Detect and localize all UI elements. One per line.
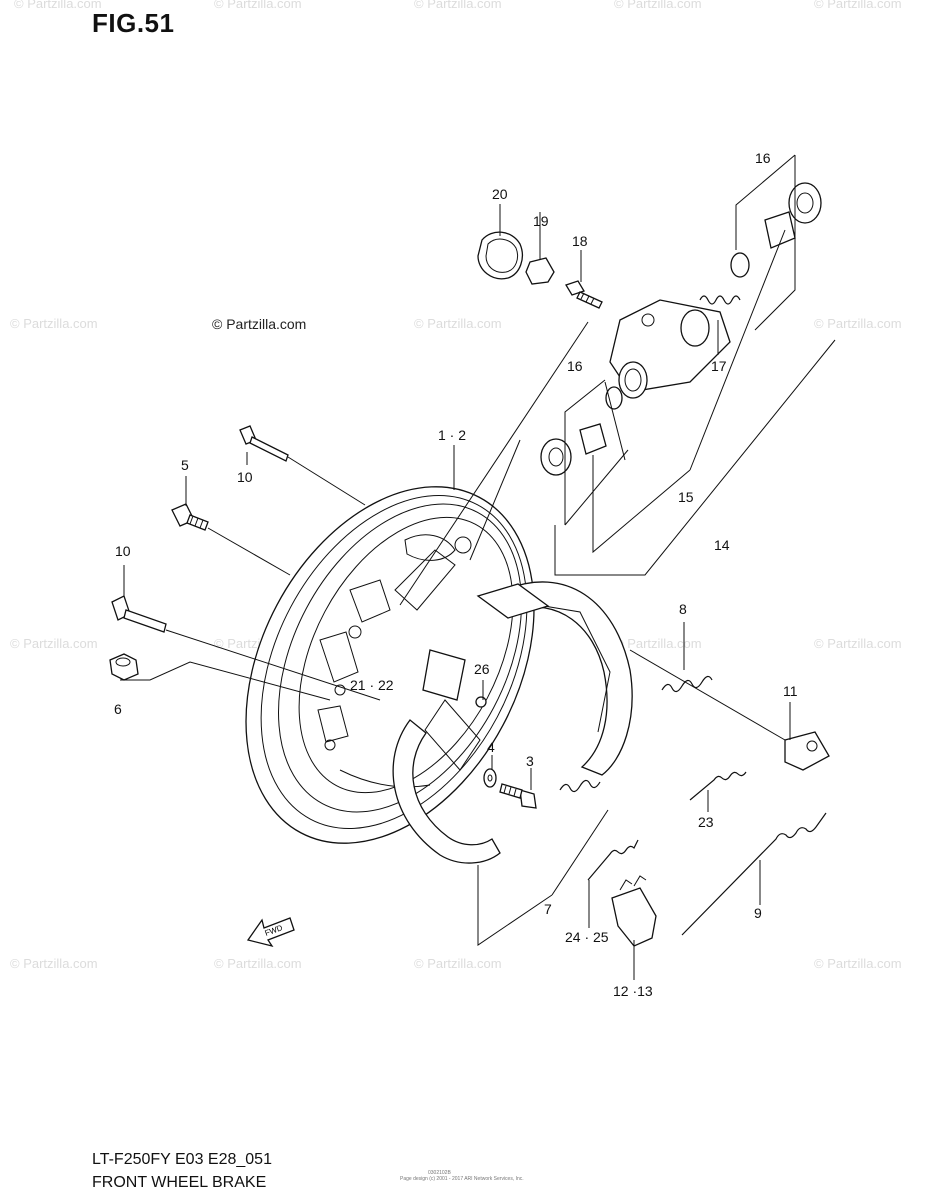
part-label-19: 19 [533,213,549,229]
brake-panel-drum [245,486,535,844]
watermark: © Partzilla.com [814,956,902,971]
bolt-10-upper [239,425,289,462]
page-copyright: Page design (c) 2001 - 2017 ARI Network … [400,1176,524,1182]
model-code: LT-F250FY E03 E28_051 [92,1151,272,1168]
spring-17 [699,295,741,305]
part-label-3: 3 [526,753,534,769]
wheel-cylinder [609,299,731,399]
watermark: © Partzilla.com [414,956,502,971]
watermark: © Partzilla.com [414,316,502,331]
watermark: © Partzilla.com [414,0,502,11]
watermark: © Partzilla.com [214,956,302,971]
watermark: © Partzilla.com [814,316,902,331]
piston-kit-lower [540,386,623,476]
watermark: © Partzilla.com [214,0,302,11]
watermark-main: © Partzilla.com [212,316,306,332]
watermark: © Partzilla.com [814,636,902,651]
lever-12-13 [611,875,657,947]
part-label-4: 4 [487,739,495,755]
piston-kit-upper [730,182,822,278]
part-label-16-upper: 16 [755,150,771,166]
bolt-5 [171,503,209,531]
watermark: © Partzilla.com [10,956,98,971]
part-label-21-22: 21 · 22 [350,677,394,693]
part-label-10-lower: 10 [115,543,131,559]
fwd-arrow: FWD [246,917,295,948]
part-label-7: 7 [544,901,552,917]
washer-4 [483,768,497,788]
part-label-15: 15 [678,489,694,505]
spring-24-25 [587,839,639,881]
watermark: © Partzilla.com [814,0,902,11]
bleeder-screw-18 [565,280,603,309]
watermark: © Partzilla.com [14,0,102,11]
watermark: © Partzilla.com [10,636,98,651]
part-label-1-2: 1 · 2 [438,427,466,443]
spring-8 [661,675,713,693]
nut-6 [109,653,139,681]
figure-title: FIG.51 [92,8,175,38]
part-label-14: 14 [714,537,730,553]
spring-9 [681,812,827,936]
part-label-6: 6 [114,701,122,717]
part-labels: 1 · 2 3 4 5 6 7 8 9 10 10 11 12 ·13 14 1… [114,150,798,999]
part-label-12-13: 12 ·13 [613,983,653,999]
part-label-16-lower: 16 [567,358,583,374]
watermark: © Partzilla.com [614,0,702,11]
part-label-17: 17 [711,358,727,374]
watermark-grid: © Partzilla.com © Partzilla.com © Partzi… [10,0,902,971]
bolt-3 [499,783,537,809]
bolt-10-lower [111,595,167,633]
part-label-24-25: 24 · 25 [565,929,609,945]
pin-26 [475,696,487,708]
adjuster-11 [784,731,830,771]
seal-20 [477,231,523,280]
leader-lines [120,154,836,980]
part-label-5: 5 [181,457,189,473]
page-code: 0302102B [428,1170,451,1176]
part-label-23: 23 [698,814,714,830]
part-label-18: 18 [572,233,588,249]
part-label-11: 11 [783,683,798,699]
watermark: © Partzilla.com [10,316,98,331]
part-label-8: 8 [679,601,687,617]
cap-19 [525,257,555,285]
part-label-26: 26 [474,661,490,677]
part-label-10-upper: 10 [237,469,253,485]
part-label-9: 9 [754,905,762,921]
section-name: FRONT WHEEL BRAKE [92,1174,267,1191]
spring-23 [689,771,747,801]
watermark: © Partzilla.com [614,636,702,651]
spring-lower [559,779,601,793]
brake-shoe-set [392,581,633,864]
part-label-20: 20 [492,186,508,202]
